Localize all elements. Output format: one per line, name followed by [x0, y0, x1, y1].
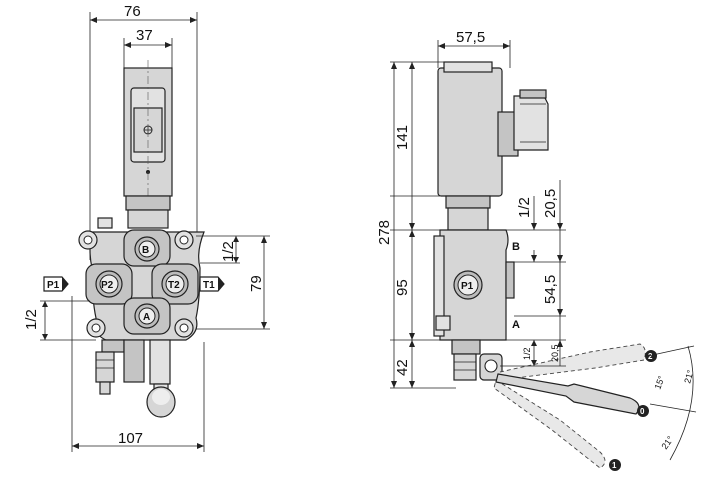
- front-lever-rod: [149, 339, 171, 385]
- side-connector-cap: [519, 89, 547, 99]
- dim-port-size-top-label: 1/2: [516, 197, 533, 218]
- dim-width-bottom: 107: [71, 296, 205, 452]
- dim-side-left: 278 141 95 42: [376, 61, 456, 389]
- dim-side-right: 1/2 20,5 54,5 20,5 1/2 B A: [500, 180, 566, 367]
- side-body-edge: [433, 235, 445, 337]
- side-neck: [447, 207, 489, 231]
- side-neck-top: [445, 195, 491, 209]
- dim-port-spacing-side-label: 54,5: [542, 275, 559, 304]
- lever-angle-21-lower-label: 21°: [659, 434, 675, 451]
- dim-overall-height-label: 278: [376, 220, 393, 245]
- lever-angle-arcs: 15° 21° 21°: [647, 345, 697, 461]
- side-view: 57,5 P1 2: [376, 29, 697, 471]
- lever-position-2: 2: [499, 343, 657, 381]
- dim-body-height-label: 95: [394, 279, 411, 296]
- front-port-b: B: [123, 229, 171, 267]
- side-port-p1-label: P1: [461, 281, 474, 292]
- side-small-fitting: [435, 315, 451, 331]
- side-port-a-label: A: [512, 319, 520, 331]
- dim-width-top: 76: [89, 3, 198, 260]
- front-port-p2: P2: [85, 263, 133, 305]
- lever-pos-2-label: 2: [648, 352, 653, 361]
- lever-angle-15-label: 15°: [652, 374, 666, 391]
- front-port-a-label: A: [143, 312, 150, 323]
- dim-solenoid-width: 37: [123, 27, 173, 68]
- dim-lower-height-label: 42: [394, 359, 411, 376]
- front-arrow-t1: T1: [199, 276, 225, 292]
- dim-width-bottom-label: 107: [118, 430, 143, 447]
- front-small-fitting: [97, 217, 113, 229]
- front-port-b-label: B: [142, 245, 149, 256]
- front-neck: [127, 209, 169, 229]
- dim-port-size-bottom-label: 1/2: [522, 347, 532, 360]
- front-arrow-p1-label: P1: [47, 280, 60, 291]
- front-arrow-t1-label: T1: [203, 280, 215, 291]
- lever-position-1: 1: [493, 379, 621, 471]
- dim-port-height-a-label: 1/2: [23, 309, 40, 330]
- side-spool-cap: [451, 339, 481, 355]
- dim-side-solenoid-width-label: 57,5: [456, 29, 485, 46]
- front-port-a: A: [123, 297, 171, 335]
- front-neck-top: [125, 195, 171, 211]
- dim-port-spacing: 1/2 79: [196, 235, 270, 330]
- dim-width-top-label: 76: [124, 3, 141, 20]
- front-arrow-p1: P1: [43, 276, 69, 292]
- side-port-b-label: B: [512, 241, 520, 253]
- front-lever-bracket: [123, 339, 145, 383]
- front-spool-end: [95, 351, 115, 383]
- dim-port-spacing-label: 79: [248, 275, 265, 292]
- side-spool: [453, 353, 477, 381]
- front-spool-cap: [101, 339, 125, 353]
- side-solenoid-coil: [437, 67, 503, 197]
- front-port-p2-label: P2: [101, 280, 114, 291]
- side-port-boss: [505, 261, 515, 299]
- front-view: 76 37: [23, 3, 270, 452]
- lever-pos-0-label: 0: [640, 407, 645, 416]
- lever-pos-1-label: 1: [612, 461, 617, 470]
- lever-position-0: 0: [495, 373, 649, 417]
- side-solenoid-cap: [443, 61, 493, 73]
- front-spool-stud: [99, 381, 111, 395]
- dim-side-solenoid-width: 57,5: [437, 29, 511, 68]
- dim-solenoid-height-label: 141: [394, 125, 411, 150]
- front-port-t2-label: T2: [168, 280, 180, 291]
- dim-solenoid-width-label: 37: [136, 27, 153, 44]
- dim-offset-top-label: 20,5: [542, 189, 559, 218]
- front-port-t2: T2: [151, 263, 199, 305]
- dim-offset-bottom-label: 20,5: [550, 344, 560, 362]
- lever-angle-21-upper-label: 21°: [682, 368, 695, 384]
- dim-port-height-a: 1/2: [23, 300, 96, 341]
- dim-port-height-b-label: 1/2: [220, 241, 237, 262]
